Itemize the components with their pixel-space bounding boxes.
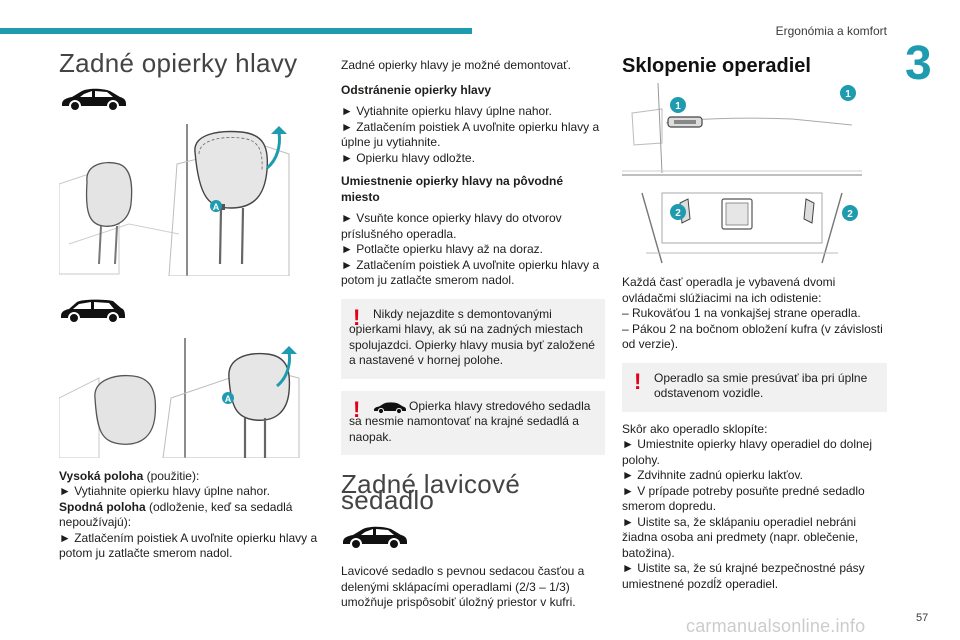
watermark: carmanualsonline.info: [686, 616, 866, 636]
removal-step-1: ► Vytiahnite opierku hlavy úplne nahor.: [341, 104, 552, 118]
high-position-label: Vysoká poloha: [59, 468, 144, 483]
chapter-number: 3: [905, 37, 932, 90]
folding-control-1: – Rukoväťou 1 na vonkajšej strane operad…: [622, 306, 861, 320]
high-position-line: Vysoká poloha (použitie):: [59, 469, 324, 485]
warning-box-passengers: ! Nikdy nejazdite s demontovanými opierk…: [341, 298, 605, 379]
warning-text-center-headrest: Opierka hlavy stredového sedadla sa nesm…: [349, 398, 591, 444]
warning-box-center-headrest: ! Opierka hlavy stredového sedadla sa ne…: [341, 390, 605, 455]
headrest-low-illustration: A: [58, 338, 324, 459]
section-header: Ergonómia a komfort: [775, 24, 887, 38]
refit-step-3: ► Zatlačením poistiek A uvoľnite opierku…: [341, 257, 600, 288]
high-position-note: (použitie):: [143, 468, 200, 483]
suv-car-icon-bench: [343, 526, 407, 550]
refit-step-1: ► Vsuňte konce opierky hlavy do otvorov …: [341, 211, 562, 241]
folding-step-1: ► Umiestnite opierky hlavy operadiel do …: [622, 437, 873, 467]
folding-control-2: – Pákou 2 na bočnom obložení kufra (v zá…: [622, 321, 883, 352]
removal-step-2: ► Zatlačením poistiek A uvoľnite opierku…: [341, 119, 600, 150]
removal-step-3: ► Opierku hlavy odložte.: [341, 150, 475, 165]
callout-a-bottom: A: [225, 394, 232, 404]
callout-2-left: 2: [675, 208, 681, 219]
warning-icon: !: [353, 304, 361, 330]
refit-heading: Umiestnenie opierky hlavy na pôvodné mie…: [341, 174, 564, 204]
callout-2-right: 2: [847, 209, 853, 220]
folding-controls-intro: Každá časť operadla je vybavená dvomi ov…: [622, 275, 836, 305]
low-position-step: ► Zatlačením poistiek A uvoľnite opierku…: [59, 530, 318, 561]
low-position-label: Spodná poloha: [59, 499, 146, 514]
callout-a-top: A: [213, 202, 220, 212]
refit-step-2: ► Potlačte opierku hlavy až na doraz.: [341, 242, 543, 256]
warning-icon: !: [353, 396, 361, 422]
low-position-note: (odloženie, keď sa sedadlá nepoužívajú):: [59, 499, 293, 530]
folding-step-2: ► Zdvihnite zadnú opierku lakťov.: [622, 468, 803, 482]
column-removal: Zadné opierky hlavy je možné demontovať.…: [341, 56, 605, 611]
removal-intro: Zadné opierky hlavy je možné demontovať.: [341, 58, 571, 72]
warning-box-stationary: ! Operadlo sa smie presúvať iba pri úpln…: [622, 362, 887, 412]
callout-1-right: 1: [845, 89, 851, 100]
folding-steps-intro: Skôr ako operadlo sklopíte:: [622, 421, 768, 436]
high-position-step: ► Vytiahnite opierku hlavy úplne nahor.: [59, 484, 270, 498]
folding-title: Sklopenie operadiel: [622, 55, 811, 77]
bench-seat-description: Lavicové sedadlo s pevnou sedacou časťou…: [341, 564, 585, 609]
header-accent-bar: [0, 28, 472, 34]
suv-car-icon: [62, 88, 126, 112]
folding-step-5: ► Uistite sa, že sú krajné bezpečnostné …: [622, 561, 865, 591]
callout-1-left: 1: [675, 101, 681, 112]
headrest-high-illustration: A: [58, 123, 324, 276]
wagon-car-icon: [61, 299, 125, 324]
column-folding: Sklopenie operadiel 1 1 2 2 Každá časť o…: [622, 56, 887, 592]
page-number: 57: [916, 612, 929, 624]
folding-backrest-illustration: 1 1 2 2: [622, 82, 862, 265]
folding-step-3: ► V prípade potreby posuňte predné sedad…: [622, 483, 865, 514]
warning-text-passengers: Nikdy nejazdite s demontovanými opierkam…: [349, 306, 595, 368]
car-icon-small: [374, 401, 406, 414]
warning-text-stationary: Operadlo sa smie presúvať iba pri úplne …: [654, 370, 868, 401]
low-position-line: Spodná poloha (odloženie, keď sa sedadlá…: [59, 500, 324, 531]
headrests-title: Zadné opierky hlavy: [59, 48, 298, 78]
column-headrests: Zadné opierky hlavy A: [58, 48, 324, 562]
warning-icon: !: [634, 368, 642, 394]
folding-step-4: ► Uistite sa, že sklápaniu operadiel neb…: [622, 514, 859, 560]
bench-seat-title: Zadné lavicové sedadlo: [341, 469, 521, 515]
removal-heading: Odstránenie opierky hlavy: [341, 82, 492, 97]
